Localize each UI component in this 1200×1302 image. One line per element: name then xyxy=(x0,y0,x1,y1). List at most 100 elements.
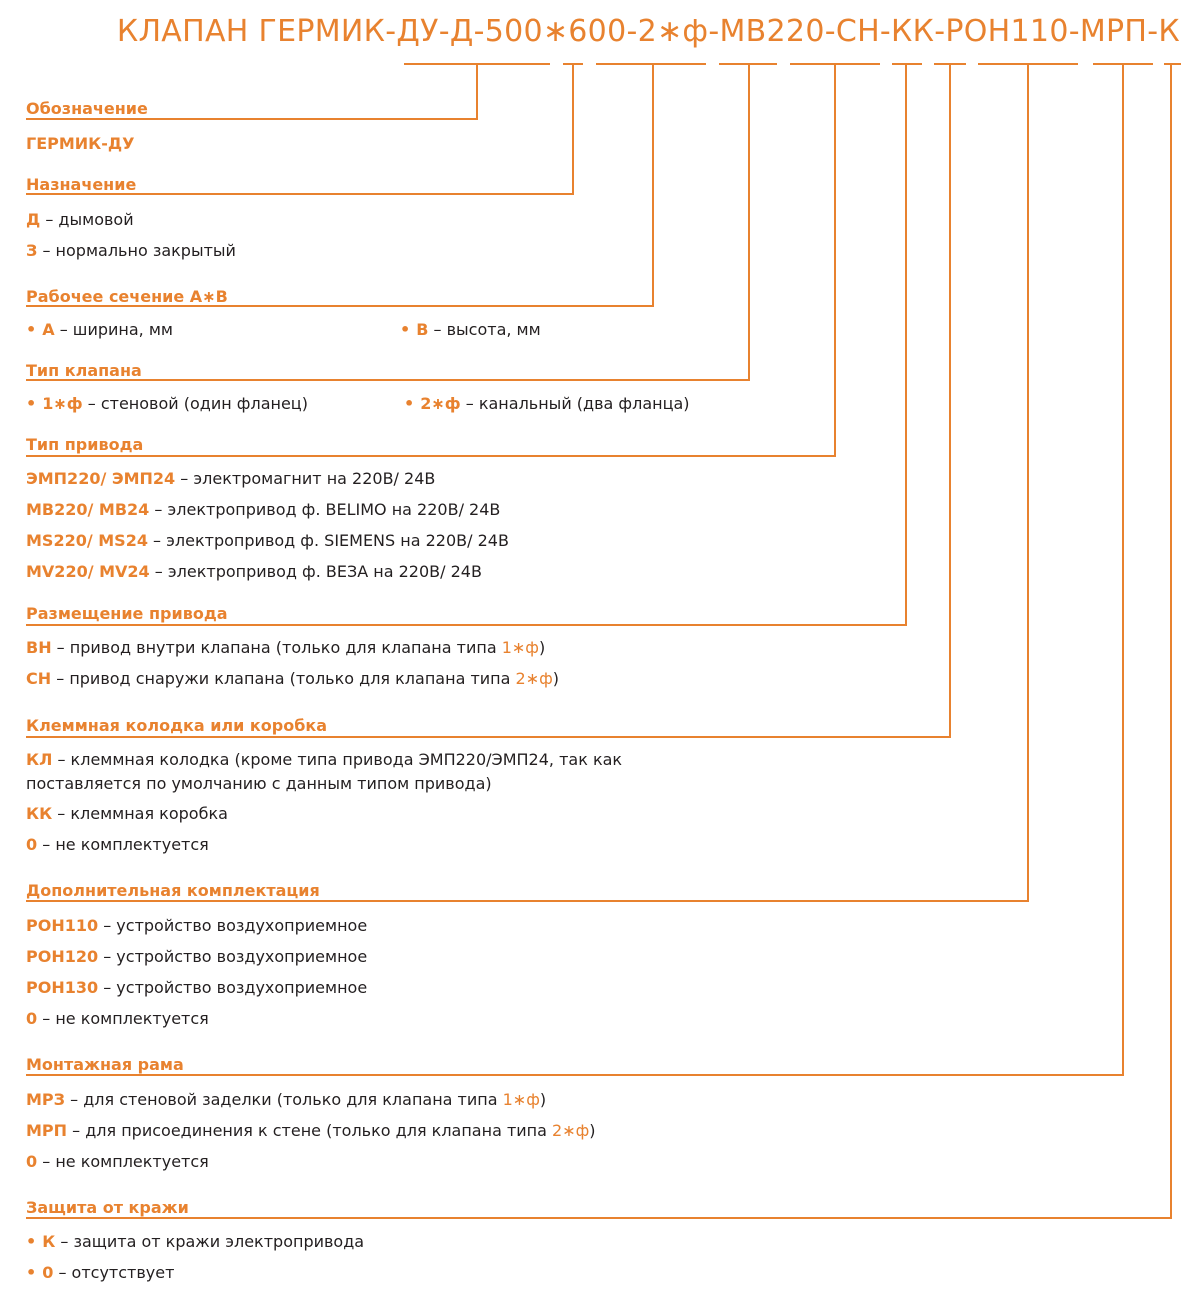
desc-ron130: – устройство воздухоприемное xyxy=(98,978,368,997)
heading-sechenie: Рабочее сечение А∗В xyxy=(26,287,228,306)
desc-mrz-end: ) xyxy=(539,1090,547,1109)
desc-sn: – привод снаружи клапана (только для кла… xyxy=(51,669,516,688)
klemmnaya-kk-row: КК – клеммная коробка xyxy=(26,804,228,823)
zashita-zero-row: • 0 – отсутствует xyxy=(26,1263,174,1282)
desc-ms: – электропривод ф. SIEMENS на 220В/ 24В xyxy=(147,531,509,550)
desc-zero: – не комплектуется xyxy=(37,1152,209,1171)
code-ron130: РОН130 xyxy=(26,978,99,997)
connector-naznachenie-h xyxy=(26,193,574,195)
code-1f: 1∗ф xyxy=(42,394,83,413)
code-zero: 0 xyxy=(42,1263,54,1282)
desc-sn-end: ) xyxy=(552,669,560,688)
rama-zero-row: 0 – не комплектуется xyxy=(26,1152,209,1171)
code-ron120: РОН120 xyxy=(26,947,99,966)
segment-underline-zashita xyxy=(1164,63,1181,65)
sechenie-a-row: • А – ширина, мм xyxy=(26,320,173,339)
connector-rama-h xyxy=(26,1074,1124,1076)
tip-privoda-row-1: ЭМП220/ ЭМП24 – электромагнит на 220В/ 2… xyxy=(26,469,435,488)
desc-zero: – отсутствует xyxy=(53,1263,175,1282)
oboznachenie-value: ГЕРМИК-ДУ xyxy=(26,134,135,153)
dop-row-3: РОН130 – устройство воздухоприемное xyxy=(26,978,367,997)
rama-mrp-row: МРП – для присоединения к стене (только … xyxy=(26,1121,596,1140)
connector-naznachenie-v xyxy=(572,64,574,195)
desc-k: – защита от кражи электропривода xyxy=(55,1232,365,1251)
tip-privoda-row-4: MV220/ MV24 – электропривод ф. ВЕЗА на 2… xyxy=(26,562,482,581)
naznachenie-z-row: З – нормально закрытый xyxy=(26,241,236,260)
desc-1f: – стеновой (один фланец) xyxy=(82,394,308,413)
connector-dop-v xyxy=(1027,64,1029,902)
heading-naznachenie: Назначение xyxy=(26,175,137,194)
desc-zero: – не комплектуется xyxy=(37,835,209,854)
code-mrp: МРП xyxy=(26,1121,68,1140)
connector-tip-klapana-h xyxy=(26,379,750,381)
desc-b: – высота, мм xyxy=(428,320,541,339)
bullet: • xyxy=(26,1263,37,1282)
desc-kl: – клеммная колодка (кроме типа привода Э… xyxy=(52,750,623,769)
code-mv: MV220/ MV24 xyxy=(26,562,150,581)
connector-razmeshenie-h xyxy=(26,624,907,626)
code-z: З xyxy=(26,241,38,260)
desc-vn: – привод внутри клапана (только для клап… xyxy=(51,638,502,657)
klemmnaya-zero-row: 0 – не комплектуется xyxy=(26,835,209,854)
heading-tip-privoda: Тип привода xyxy=(26,435,144,454)
code-zero: 0 xyxy=(26,1009,38,1028)
connector-tip-klapana-v xyxy=(748,64,750,381)
naznachenie-d-row: Д – дымовой xyxy=(26,210,134,229)
connector-rama-v xyxy=(1122,64,1124,1076)
heading-tip-klapana: Тип клапана xyxy=(26,361,142,380)
connector-germik-h xyxy=(26,118,478,120)
designation-title: КЛАПАН ГЕРМИК-ДУ-Д-500∗600-2∗ф-МВ220-СН-… xyxy=(116,14,1180,49)
desc-a: – ширина, мм xyxy=(54,320,173,339)
tip-klapana-1f-row: •1∗ф – стеновой (один фланец) xyxy=(26,394,308,413)
heading-rama: Монтажная рама xyxy=(26,1055,184,1074)
razmeshenie-sn-row: СН – привод снаружи клапана (только для … xyxy=(26,669,559,688)
dop-row-2: РОН120 – устройство воздухоприемное xyxy=(26,947,367,966)
ref-1f: 1∗ф xyxy=(502,1090,540,1109)
connector-sechenie-v xyxy=(652,64,654,307)
connector-tip-privoda-h xyxy=(26,455,836,457)
code-a: А xyxy=(42,320,55,339)
klemmnaya-kl-row: КЛ – клеммная колодка (кроме типа привод… xyxy=(26,750,622,769)
bullet: • xyxy=(26,1232,37,1251)
bullet: • xyxy=(26,320,37,339)
rama-mrz-row: МРЗ – для стеновой заделки (только для к… xyxy=(26,1090,546,1109)
tip-klapana-2f-row: •2∗ф – канальный (два фланца) xyxy=(404,394,690,413)
code-b: В xyxy=(416,320,429,339)
code-kl: КЛ xyxy=(26,750,53,769)
dop-row-1: РОН110 – устройство воздухоприемное xyxy=(26,916,367,935)
heading-zashita: Защита от кражи xyxy=(26,1198,189,1217)
klemmnaya-kl-row-cont: поставляется по умолчанию с данным типом… xyxy=(26,774,492,793)
desc-vn-end: ) xyxy=(538,638,546,657)
sechenie-b-row: • В – высота, мм xyxy=(400,320,541,339)
ref-2f: 2∗ф xyxy=(515,669,553,688)
code-ms: MS220/ MS24 xyxy=(26,531,148,550)
connector-zashita-h xyxy=(26,1217,1172,1219)
dop-zero-row: 0 – не комплектуется xyxy=(26,1009,209,1028)
desc-z: – нормально закрытый xyxy=(37,241,236,260)
bullet: • xyxy=(404,394,415,413)
code-sn: СН xyxy=(26,669,52,688)
desc-mb: – электропривод ф. BELIMO на 220В/ 24В xyxy=(149,500,501,519)
desc-ron120: – устройство воздухоприемное xyxy=(98,947,368,966)
code-mrz: МРЗ xyxy=(26,1090,66,1109)
bullet: • xyxy=(400,320,411,339)
desc-mrp: – для присоединения к стене (только для … xyxy=(67,1121,553,1140)
desc-2f: – канальный (два фланца) xyxy=(460,394,690,413)
code-kk: КК xyxy=(26,804,53,823)
code-zero: 0 xyxy=(26,1152,38,1171)
ref-2f: 2∗ф xyxy=(552,1121,590,1140)
tip-privoda-row-3: MS220/ MS24 – электропривод ф. SIEMENS н… xyxy=(26,531,509,550)
connector-zashita-v xyxy=(1170,64,1172,1219)
desc-kk: – клеммная коробка xyxy=(52,804,228,823)
connector-dop-h xyxy=(26,900,1029,902)
segment-underline-razmeshenie xyxy=(892,63,922,65)
segment-underline-sechenie xyxy=(596,63,706,65)
desc-mrp-end: ) xyxy=(589,1121,596,1140)
heading-klemmnaya: Клеммная колодка или коробка xyxy=(26,716,328,735)
code-k: К xyxy=(42,1232,56,1251)
code-mb: МВ220/ МВ24 xyxy=(26,500,150,519)
connector-klemmnaya-h xyxy=(26,736,951,738)
razmeshenie-vn-row: ВН – привод внутри клапана (только для к… xyxy=(26,638,545,657)
ref-1f: 1∗ф xyxy=(501,638,539,657)
connector-razmeshenie-v xyxy=(905,64,907,626)
